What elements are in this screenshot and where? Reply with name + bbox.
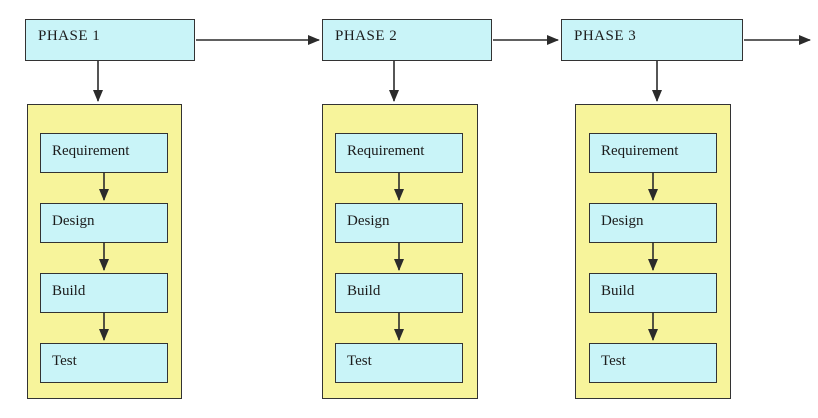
phase-1-step-test: Test [40,343,168,383]
phase-2-step-build: Build [335,273,463,313]
phase-3-box: PHASE 3 [561,19,743,61]
phase-2-box: PHASE 2 [322,19,492,61]
phase-1-step-requirement: Requirement [40,133,168,173]
phase-1-box: PHASE 1 [25,19,195,61]
phase-3-step-test: Test [589,343,717,383]
phase-1-step-design: Design [40,203,168,243]
phase-2-container: Requirement Design Build Test [322,104,478,399]
phase-1-step-build: Build [40,273,168,313]
phase-3-step-design: Design [589,203,717,243]
phase-2-step-test: Test [335,343,463,383]
phase-3-container: Requirement Design Build Test [575,104,731,399]
phase-1-container: Requirement Design Build Test [27,104,182,399]
phase-3-step-requirement: Requirement [589,133,717,173]
phase-2-step-design: Design [335,203,463,243]
phase-3-step-build: Build [589,273,717,313]
phase-2-step-requirement: Requirement [335,133,463,173]
